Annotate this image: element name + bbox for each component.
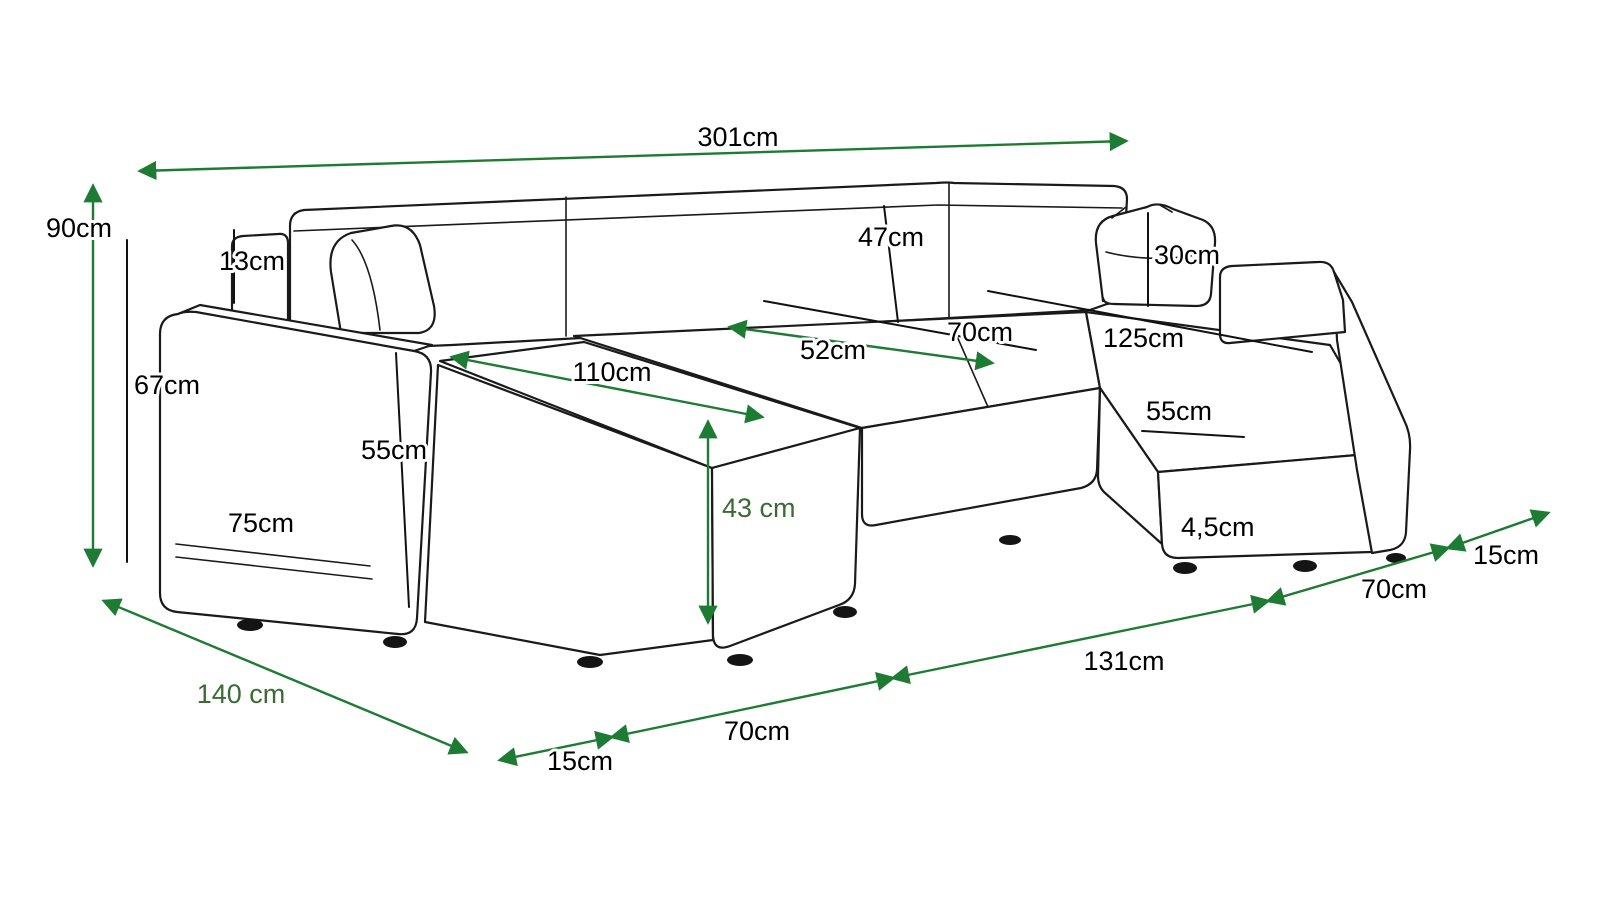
dim-label-total-depth: 140 cm	[197, 679, 286, 709]
dim-label-back-inner-height: 67cm	[134, 370, 200, 400]
dim-label-chaise-seat-length: 110cm	[572, 357, 651, 387]
sofa-right-chaise-side	[1096, 386, 1164, 546]
dim-label-middle-seat-depth: 70cm	[947, 317, 1013, 347]
sofa-left-pillow	[329, 224, 436, 335]
dim-label-right-arm-width: 15cm	[1473, 540, 1539, 570]
sofa-foot	[999, 535, 1021, 545]
sofa-middle-seat-front	[860, 386, 1102, 527]
dim-label-backrest-height: 47cm	[858, 222, 924, 252]
dim-arrow-left-chaise-width	[609, 671, 896, 744]
sofa-left-arm-seam-2	[175, 556, 373, 580]
dim-line-right-seat-width	[1141, 430, 1245, 438]
sofa-drawing	[158, 181, 1412, 668]
sofa-left-arm-seam-1	[175, 543, 371, 567]
dim-label-armrest-depth: 75cm	[228, 508, 294, 538]
dim-line-right-seat-length	[987, 290, 1313, 353]
sofa-foot	[1173, 562, 1197, 574]
dim-label-armrest-offset: 13cm	[219, 246, 285, 276]
dim-label-seat-height: 43 cm	[722, 493, 796, 523]
dim-line-backrest-height	[883, 205, 899, 323]
dim-label-total-width: 301cm	[697, 122, 778, 152]
sofa-left-chaise-front	[710, 426, 862, 649]
dimension-arrows	[83, 131, 1551, 767]
sofa-foot	[237, 619, 263, 631]
dim-arrow-seat-width	[727, 319, 995, 371]
sofa-foot	[833, 606, 857, 618]
dimension-labels: 301cm 90cm 67cm 13cm 47cm 30cm 110cm 52c…	[43, 119, 1542, 779]
dim-label-left-arm-width: 15cm	[547, 746, 613, 776]
dim-arrow-right-arm-width	[1445, 509, 1551, 552]
sofa-right-pillow	[1094, 203, 1217, 308]
dim-line-armrest-height	[395, 352, 410, 608]
dim-arrow-middle-width	[890, 594, 1271, 685]
dim-arrow-right-chaise-width	[1265, 543, 1451, 606]
dim-arrow-total-depth	[101, 598, 469, 755]
sofa-right-armrest-top	[1218, 260, 1347, 345]
sofa-foot	[577, 656, 603, 668]
sofa-left-arm-panel	[158, 310, 433, 636]
sofa-right-pillow-crease	[1105, 204, 1210, 260]
dim-label-middle-width: 131cm	[1083, 646, 1164, 676]
dim-arrow-left-arm-width	[497, 730, 615, 767]
dim-label-cushion-height: 30cm	[1154, 240, 1220, 270]
dim-arrow-total-width	[137, 131, 1129, 181]
sofa-left-pillow-crease	[351, 239, 381, 331]
dim-label-armrest-height: 55cm	[361, 435, 427, 465]
sofa-foot	[383, 636, 407, 648]
dim-label-right-chaise-width: 70cm	[1361, 574, 1427, 604]
dim-label-right-seat-length: 125cm	[1103, 323, 1184, 353]
dim-arrow-chaise-seat-length	[449, 350, 765, 424]
dim-label-right-seat-width: 55cm	[1146, 396, 1212, 426]
dim-label-left-chaise-width: 70cm	[724, 716, 790, 746]
sofa-foot	[1293, 560, 1317, 572]
dim-label-seat-width: 52cm	[800, 335, 866, 365]
sofa-foot	[727, 654, 753, 666]
dim-label-total-height: 90cm	[46, 213, 112, 243]
sofa-backrest-top-edge	[293, 204, 1123, 232]
dim-label-leg-height: 4,5cm	[1181, 512, 1255, 542]
